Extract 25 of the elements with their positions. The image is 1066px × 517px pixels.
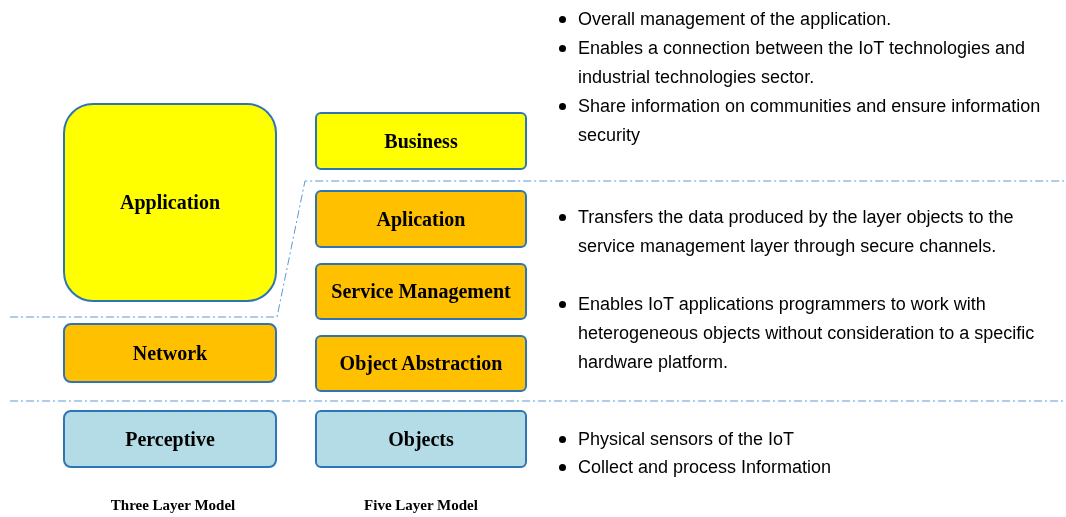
layer-name: Object Abstraction (339, 352, 503, 375)
layer-box (315, 263, 527, 320)
column-caption: Five Layer Model (363, 497, 479, 514)
layer-box (63, 323, 277, 383)
layer-box (315, 410, 527, 468)
description-text: Enables a connection between the IoT technologies and industrial technologies sector. (578, 37, 1026, 89)
description-text: Share information on communities and ensure information security (578, 95, 1042, 147)
description-text: Overall management of the application. (578, 8, 893, 31)
layer-name: Objects (388, 427, 454, 451)
layer-name: Aplication (376, 207, 466, 231)
layer-name: Business (384, 129, 458, 153)
description-text: Enables IoT applications programmers to work with heterogeneous objects without consideration to a specific hardware platform. (578, 293, 1036, 374)
layer-box (63, 103, 277, 302)
column-caption: Three Layer Model (109, 497, 237, 514)
description-text: Transfers the data produced by the layer objects to the service management layer through secure channels. (578, 206, 1015, 258)
description-text: Collect and process Information (578, 456, 833, 479)
layer-name: Perceptive (125, 427, 215, 451)
layer-name: Network (132, 341, 208, 365)
layer-box (63, 410, 277, 468)
layer-name: Service Management (331, 280, 511, 303)
layer-box (315, 335, 527, 392)
layer-box (315, 190, 527, 248)
layer-box (315, 112, 527, 170)
layer-name: Application (120, 191, 220, 214)
description-text: Physical sensors of the IoT (578, 428, 796, 451)
